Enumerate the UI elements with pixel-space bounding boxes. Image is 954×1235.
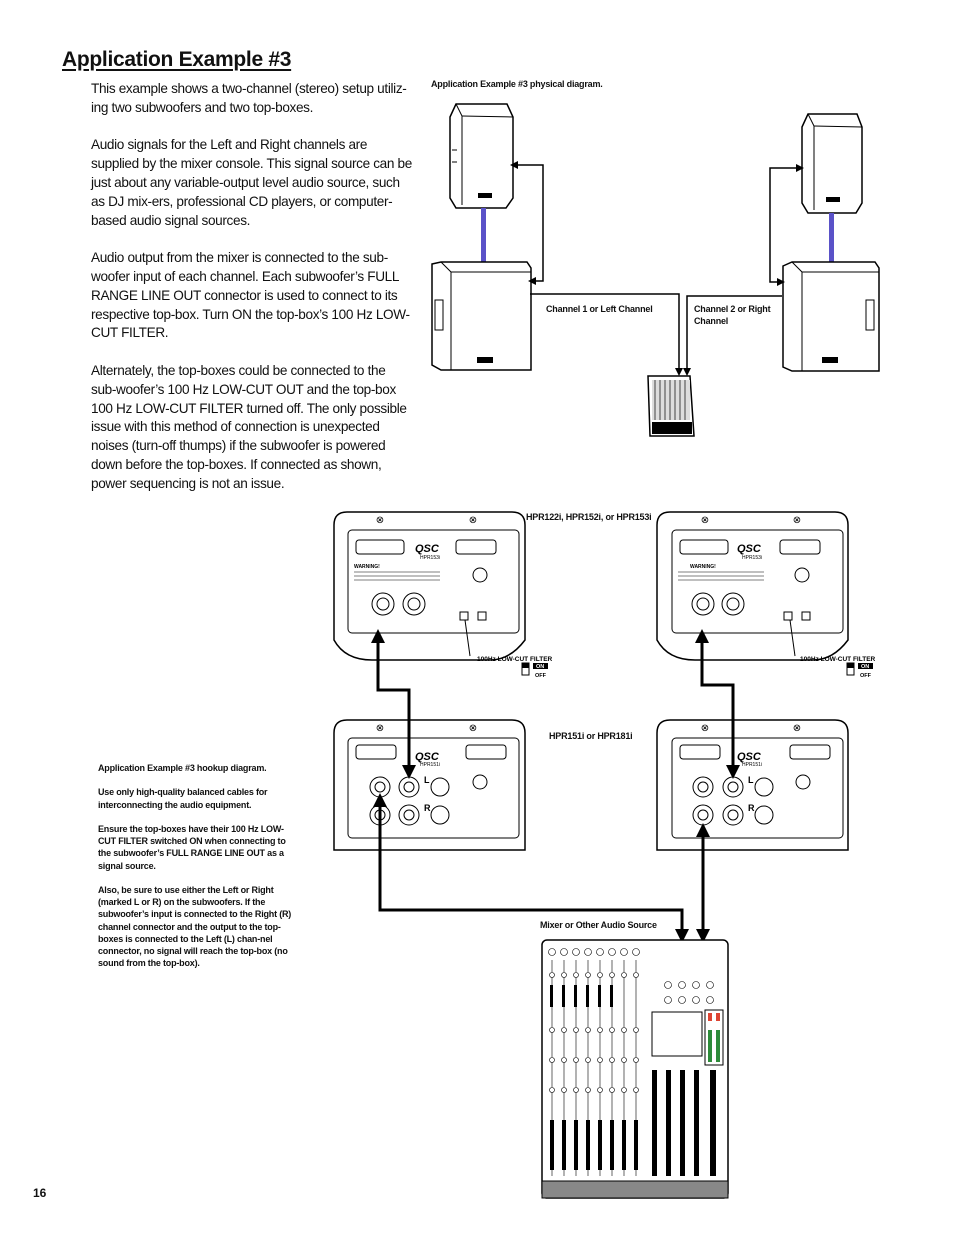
left-subwoofer [431,261,532,371]
physical-mixer [647,375,695,437]
physical-diagram-caption: Application Example #3 physical diagram. [431,79,603,89]
right-subwoofer [782,261,880,372]
model-name: HPR153i [420,555,440,561]
svg-text:⊗: ⊗ [701,515,709,526]
right-topbox-speaker [801,113,863,214]
hookup-caption-title: Application Example #3 hookup diagram. [98,763,267,773]
hookup-caption-note: Use only high-quality balanced cables fo… [98,787,268,810]
channel-r-mark: R [424,803,431,813]
right-filter-switch: 100Hz LOW-CUT FILTER ON OFF [789,619,876,679]
model-name: HPR151i [742,762,762,768]
filter-off-label: OFF [860,673,872,679]
filter-label: 100Hz LOW-CUT FILTER [800,656,876,663]
channel-l-mark: L [424,775,430,785]
body-text: This example shows a two-channel (stereo… [91,80,413,512]
warning-text: WARNING! [354,564,380,570]
right-speaker-pole [829,213,834,268]
paragraph: This example shows a two-channel (stereo… [91,81,407,115]
mixer-console [541,939,729,1199]
left-topbox-panel: ⊗ ⊗ QSC HPR153i WARNING! [333,511,526,661]
right-topbox-panel: ⊗ ⊗ QSC HPR153i WARNING! [656,511,849,661]
svg-text:⊗: ⊗ [793,515,801,526]
left-topbox-speaker [449,103,514,209]
left-filter-switch: 100Hz LOW-CUT FILTER ON OFF [464,619,553,679]
warning-text: WARNING! [690,564,716,570]
page-title: Application Example #3 [62,48,292,71]
svg-text:⊗: ⊗ [469,515,477,526]
channel1-label: Channel 1 or Left Channel [546,304,653,314]
filter-on-label: ON [861,664,869,670]
svg-text:⊗: ⊗ [469,723,477,734]
page-number: 16 [33,1186,47,1200]
filter-label: 100Hz LOW-CUT FILTER [477,656,553,663]
right-sub-panel: ⊗ ⊗ QSC HPR151i L R [656,719,849,851]
channel2-label: Channel 2 or Right Channel [694,304,771,326]
paragraph: Audio signals for the Left and Right cha… [91,137,412,228]
paragraph: Audio output from the mixer is connected… [91,250,410,341]
brand-logo: QSC [737,751,762,763]
brand-logo: QSC [415,543,440,555]
physical-cables [510,161,804,376]
topbox-model-label: HPR122i, HPR152i, or HPR153i [526,512,652,522]
channel-r-mark: R [748,803,755,813]
channel-l-mark: L [748,775,754,785]
svg-text:⊗: ⊗ [701,723,709,734]
model-name: HPR153i [742,555,762,561]
model-name: HPR151i [420,762,440,768]
sub-model-label: HPR151i or HPR181i [549,731,633,741]
hookup-cables [371,629,740,943]
hookup-caption-note: Also, be sure to use either the Left or … [98,884,292,969]
hookup-caption: Application Example #3 hookup diagram. U… [98,762,298,982]
hookup-caption-note: Ensure the top-boxes have their 100 Hz L… [98,823,286,871]
svg-text:⊗: ⊗ [376,723,384,734]
filter-on-label: ON [536,664,544,670]
brand-logo: QSC [737,543,762,555]
left-sub-panel: ⊗ ⊗ QSC HPR151i L R [333,719,526,851]
paragraph: Alternately, the top-boxes could be conn… [91,362,407,491]
brand-logo: QSC [415,751,440,763]
svg-text:⊗: ⊗ [376,515,384,526]
left-speaker-pole [481,208,486,266]
filter-off-label: OFF [535,673,547,679]
svg-text:⊗: ⊗ [793,723,801,734]
